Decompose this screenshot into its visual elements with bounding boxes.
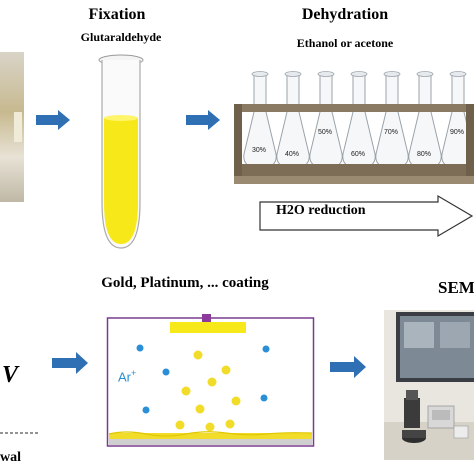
fixation-title: Fixation <box>88 6 146 23</box>
flow-arrow-3 <box>52 352 88 374</box>
beaker-label-5: 70% <box>384 129 398 136</box>
left-photo-fragment <box>0 52 24 202</box>
dehydration-reagent: Ethanol or acetone <box>296 36 394 50</box>
argon-ions <box>136 344 270 414</box>
h2o-reduction-label: H2O reduction <box>276 203 366 218</box>
substrate-coating <box>109 433 312 441</box>
gold-particles <box>175 350 241 432</box>
h2o-reduction-arrow <box>259 194 474 238</box>
left-letter: V <box>2 362 19 388</box>
argon-symbol: Ar <box>118 369 131 385</box>
sem-instrument <box>384 310 474 460</box>
beaker-label-7: 90% <box>450 129 464 136</box>
beaker-label-6: 80% <box>417 151 431 158</box>
flow-arrow-4 <box>330 356 366 378</box>
beaker-label-2: 40% <box>285 151 299 158</box>
fixation-reagent: Glutaraldehyde <box>80 30 162 44</box>
coating-title: Gold, Platinum, ... coating <box>101 275 269 291</box>
sputter-chamber <box>106 314 315 447</box>
flow-arrow-1 <box>36 110 70 130</box>
beaker-rack: 30% 40% 50% 60% 70% 80% 90% <box>234 71 474 184</box>
beaker-label-1: 30% <box>252 147 266 154</box>
target-knob <box>202 314 211 322</box>
gold-target <box>170 322 246 333</box>
flow-arrow-2 <box>186 110 220 130</box>
left-word: wal <box>0 450 21 465</box>
sem-title: SEM <box>438 278 474 297</box>
dehydration-title: Dehydration <box>301 6 389 23</box>
argon-label: Ar+ <box>118 368 136 384</box>
left-dashes <box>0 432 38 434</box>
beaker-label-3: 50% <box>318 129 332 136</box>
argon-charge: + <box>131 368 137 378</box>
beaker-label-4: 60% <box>351 151 365 158</box>
test-tube <box>98 54 144 249</box>
